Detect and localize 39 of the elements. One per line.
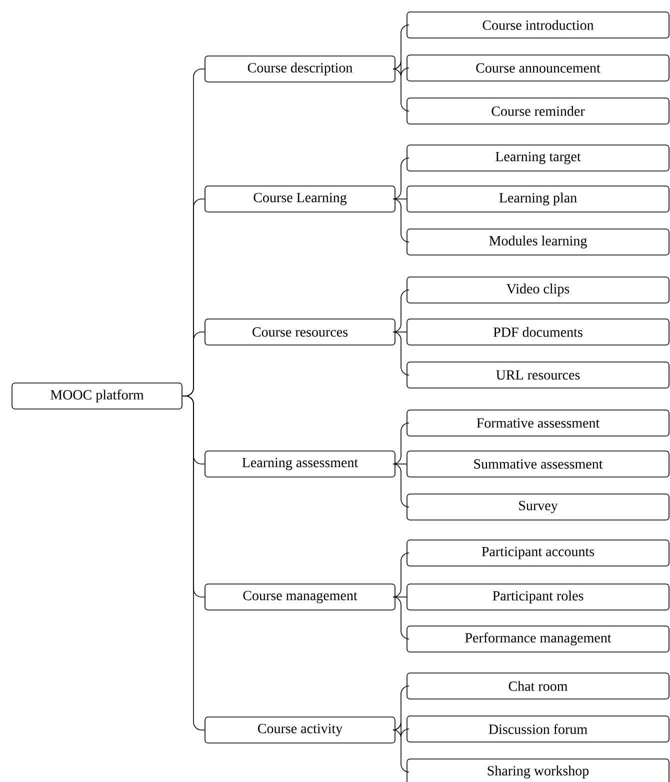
item-box: Learning plan [406, 186, 670, 212]
category-box: Course description [204, 56, 396, 82]
category-box: Course resources [204, 318, 396, 346]
connector [392, 464, 410, 508]
item-box: Summative assessment [406, 450, 670, 478]
connector [392, 332, 410, 376]
connector [392, 158, 410, 200]
connector [395, 198, 407, 200]
item-box: Participant accounts [406, 540, 670, 566]
item-box: Participant roles [406, 584, 670, 610]
item-box: Formative assessment [406, 410, 670, 436]
item-box: Course reminder [406, 98, 670, 124]
item-box: Course introduction [406, 12, 670, 38]
category-box: Course Learning [204, 186, 396, 212]
category-box: Learning assessment [204, 450, 396, 478]
item-box: Survey [406, 494, 670, 520]
item-box: Course announcement [406, 54, 670, 82]
connector [392, 422, 410, 464]
item-box: Learning target [406, 144, 670, 172]
item-box: PDF documents [406, 318, 670, 346]
item-box: URL resources [406, 362, 670, 388]
connector [392, 596, 410, 640]
connector [395, 596, 407, 598]
item-box: Performance management [406, 626, 670, 652]
connector [392, 722, 410, 738]
connector [392, 552, 410, 598]
root-box: MOOC platform [12, 382, 182, 410]
connector [392, 68, 410, 112]
connector [392, 290, 410, 332]
category-box: Course activity [204, 716, 396, 744]
item-box: Video clips [406, 276, 670, 304]
connector [392, 60, 410, 76]
connector [392, 730, 410, 772]
item-box: Chat room [406, 672, 670, 700]
item-box: Discussion forum [406, 716, 670, 742]
item-box: Modules learning [406, 228, 670, 256]
category-box: Course management [204, 584, 396, 610]
connector [392, 198, 410, 242]
item-box: Sharing workshop [406, 758, 670, 782]
